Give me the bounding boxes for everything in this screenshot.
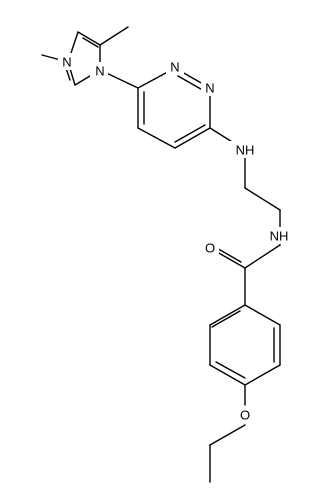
bond — [209, 364, 246, 386]
bond — [215, 361, 246, 379]
bond — [244, 304, 281, 326]
atom-label-n: N — [205, 81, 214, 96]
pyridazine-ring — [99, 67, 211, 149]
molecule-structure: N N N N NH NH O O — [41, 26, 294, 483]
atom-label-o: O — [205, 241, 215, 256]
ethoxy-group — [209, 384, 246, 483]
bond — [209, 424, 246, 446]
bond — [77, 31, 101, 46]
bond — [174, 127, 211, 149]
bond — [244, 187, 281, 211]
bond — [244, 244, 281, 269]
bond — [211, 310, 241, 328]
atom-label-o: O — [240, 408, 250, 423]
pyrazole-ring — [41, 26, 129, 86]
atom-label-n: N — [95, 64, 104, 79]
atom-label-nh: NH — [236, 143, 255, 158]
bond — [99, 26, 129, 46]
atom-label-n: N — [170, 60, 179, 75]
bond — [209, 304, 246, 326]
bond — [82, 37, 99, 48]
bond — [137, 127, 176, 149]
atom-labels: N N N N NH NH O O — [58, 53, 294, 423]
atom-label-n: N — [62, 55, 71, 70]
atom-label-nh: NH — [270, 229, 289, 244]
bond — [174, 124, 206, 143]
bond — [244, 364, 281, 386]
benzene-ring — [209, 267, 281, 386]
